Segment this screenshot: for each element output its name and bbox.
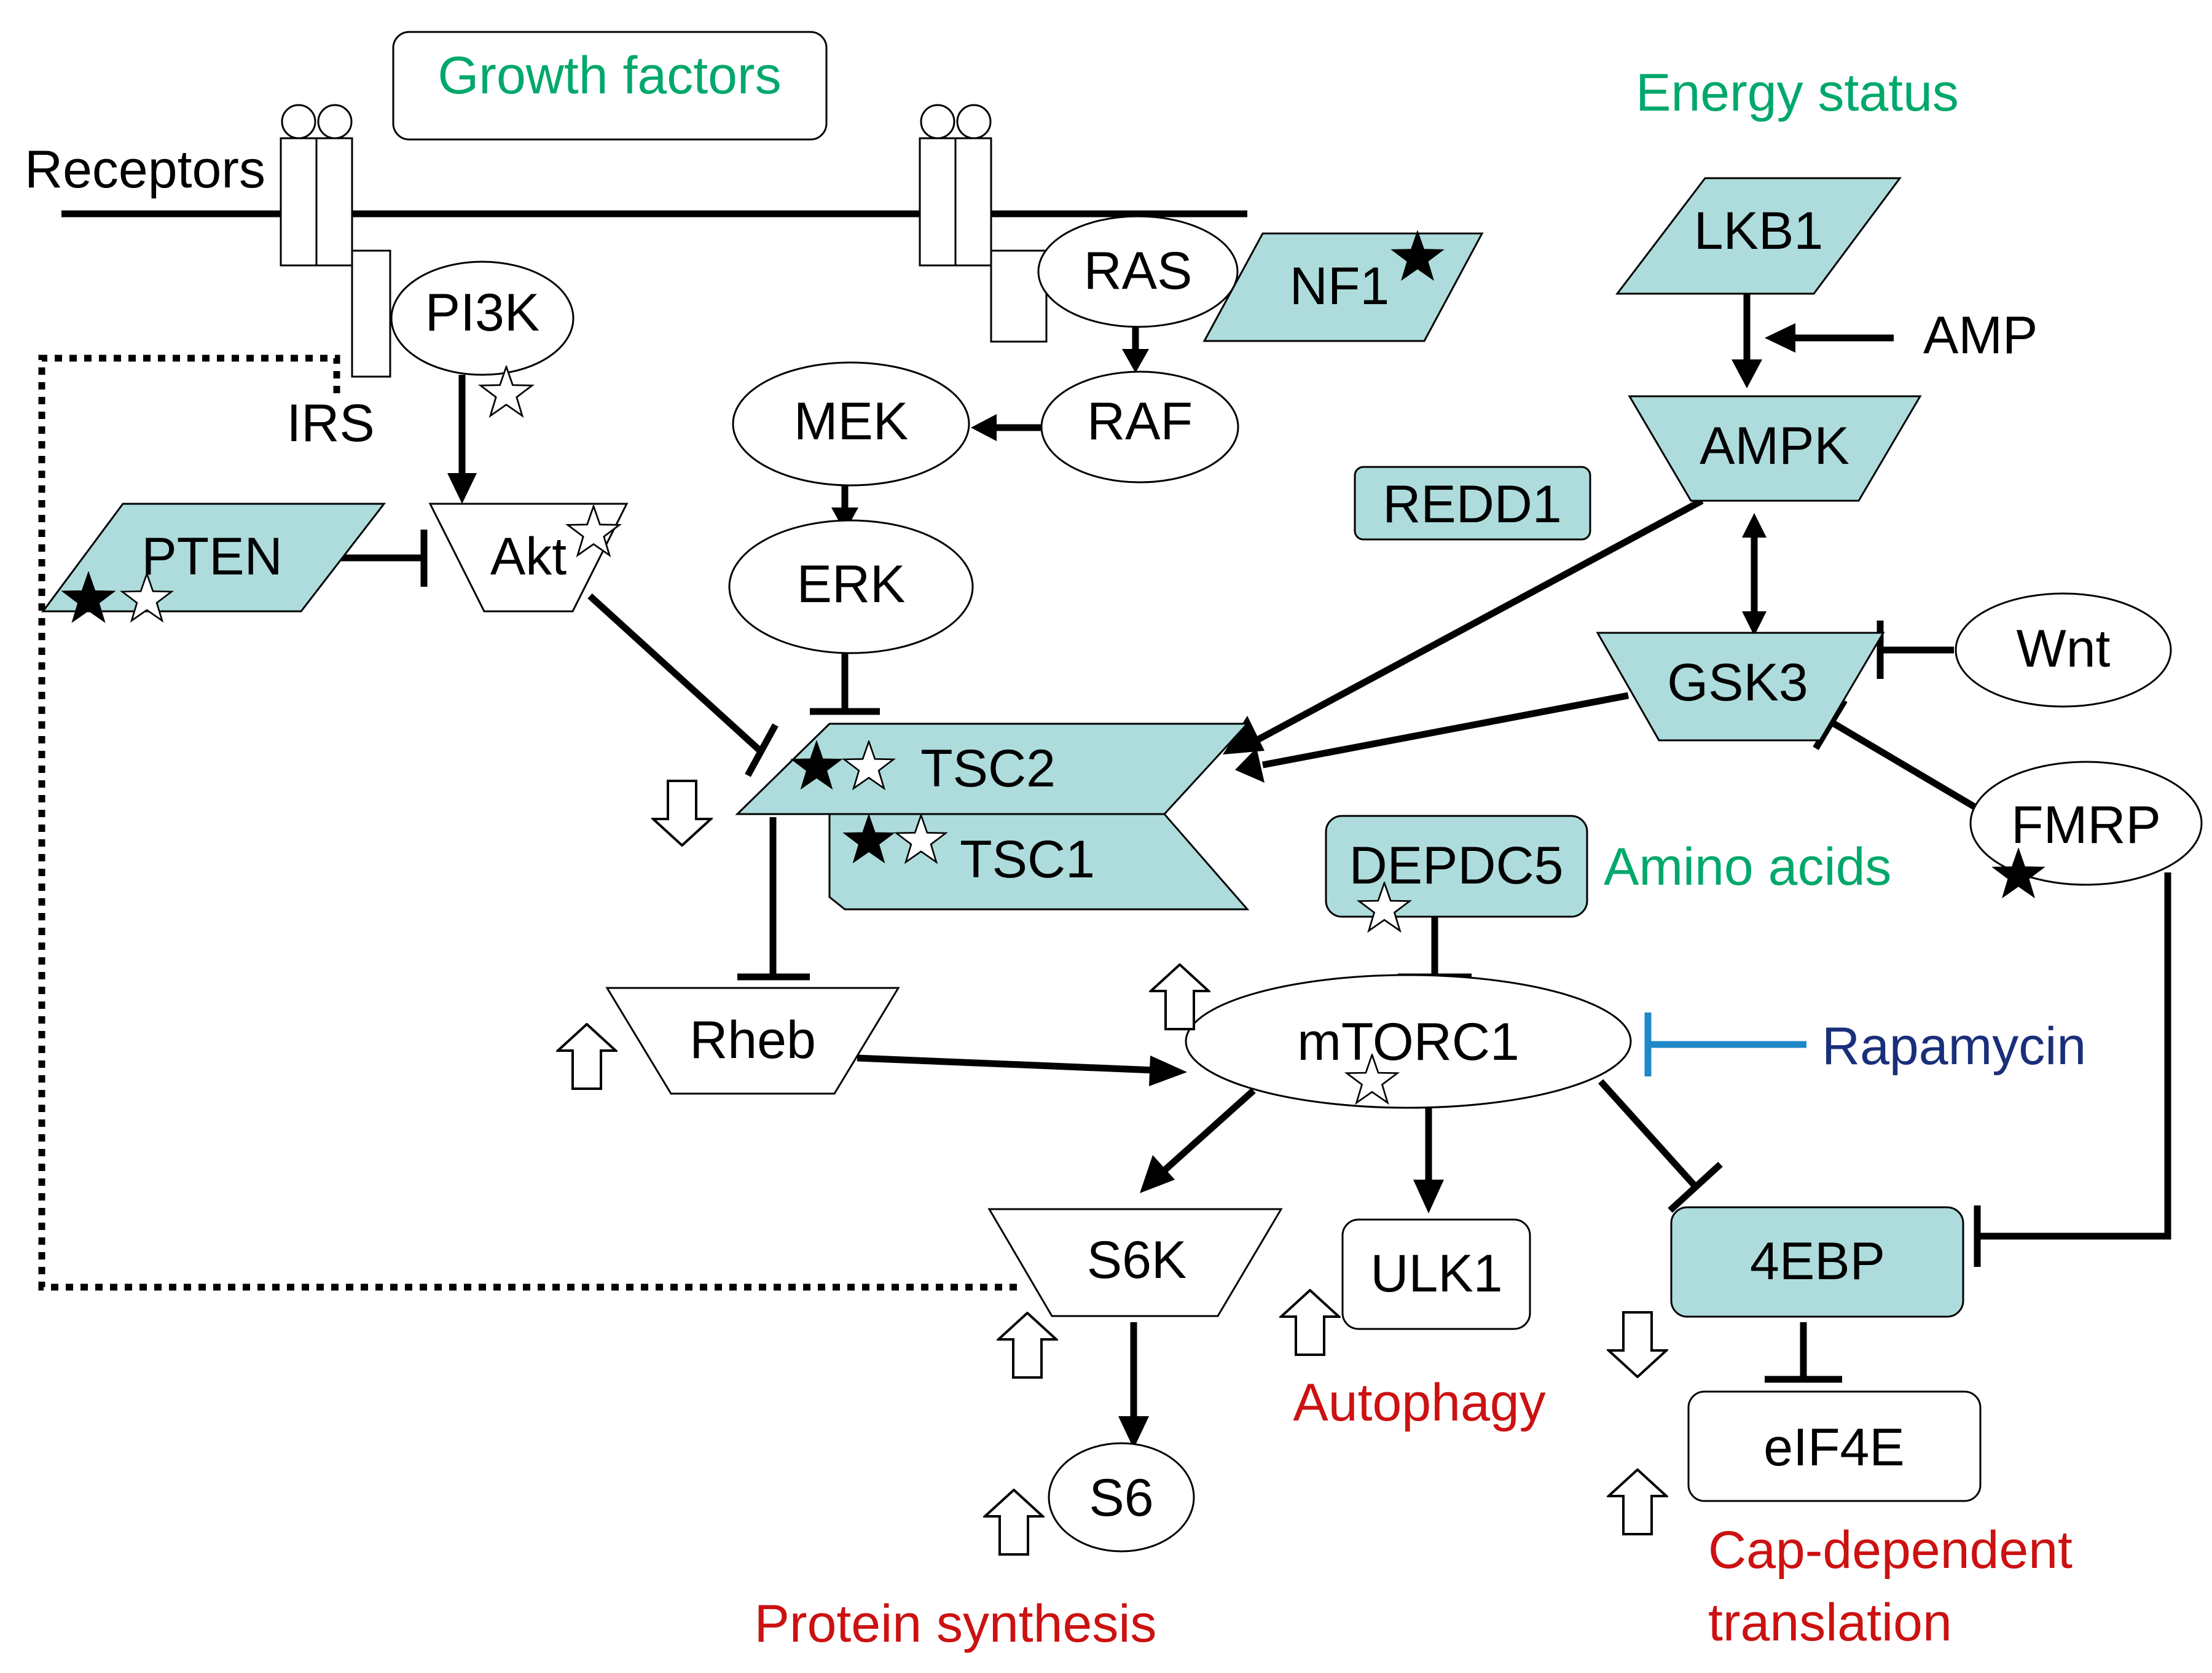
receptor-left: [280, 104, 391, 378]
mtorc1-node: mTORC1: [1185, 974, 1632, 1109]
ulk1-node: ULK1: [1341, 1218, 1531, 1330]
svg-text:NF1: NF1: [1290, 257, 1389, 316]
svg-text:Akt: Akt: [490, 527, 567, 586]
svg-text:ULK1: ULK1: [1370, 1244, 1502, 1303]
tsc-down-arrow-icon: [652, 780, 712, 847]
ampk-node: AMPK: [1628, 395, 1922, 502]
receptor-right: [919, 104, 1048, 343]
protein-synthesis-label: Protein synthesis: [755, 1594, 1157, 1653]
svg-text:TSC2: TSC2: [920, 739, 1056, 798]
irs-label: IRS: [286, 394, 374, 453]
growth-factors-label: Growth factors: [437, 46, 781, 105]
s6k-up-arrow-icon: [997, 1312, 1057, 1379]
s6k-node: S6K: [987, 1208, 1283, 1317]
svg-text:FMRP: FMRP: [2011, 796, 2161, 855]
svg-text:Rheb: Rheb: [689, 1011, 816, 1070]
4ebp-node: 4EBP: [1670, 1206, 1964, 1318]
amino-acids-label: Amino acids: [1604, 837, 1891, 896]
svg-text:mTORC1: mTORC1: [1297, 1013, 1520, 1072]
s6-up-arrow-icon: [984, 1489, 1044, 1556]
s6-node: S6: [1048, 1442, 1195, 1553]
wnt-node: Wnt: [1955, 592, 2172, 708]
4ebp-down-arrow-icon: [1607, 1311, 1668, 1378]
svg-text:REDD1: REDD1: [1382, 475, 1562, 534]
growth-factors-box: Growth factors: [392, 31, 828, 141]
svg-text:LKB1: LKB1: [1694, 202, 1823, 261]
rheb-up-arrow-icon: [557, 1023, 617, 1090]
svg-text:S6K: S6K: [1087, 1231, 1187, 1290]
svg-text:RAS: RAS: [1084, 241, 1193, 300]
erk-node: ERK: [728, 519, 974, 654]
svg-text:4EBP: 4EBP: [1750, 1232, 1885, 1291]
svg-text:GSK3: GSK3: [1667, 653, 1808, 712]
receptors-label: Receptors: [25, 140, 265, 199]
redd1-node: REDD1: [1354, 466, 1591, 541]
svg-text:PI3K: PI3K: [425, 283, 539, 342]
eif4e-node: eIF4E: [1687, 1390, 1982, 1502]
amp-label: AMP: [1923, 306, 2037, 365]
ras-node: RAS: [1037, 215, 1239, 328]
svg-text:TSC1: TSC1: [960, 830, 1095, 889]
edges: [332, 294, 2171, 1449]
svg-text:S6: S6: [1089, 1468, 1153, 1527]
svg-text:MEK: MEK: [794, 392, 908, 451]
gsk3-node: GSK3: [1596, 632, 1885, 742]
ulk1-up-arrow-icon: [1280, 1289, 1340, 1356]
eif4e-up-arrow-icon: [1607, 1468, 1668, 1535]
rheb-node: Rheb: [605, 987, 900, 1095]
svg-text:RAF: RAF: [1087, 392, 1193, 451]
autophagy-label: Autophagy: [1293, 1373, 1545, 1432]
tsc1-node: TSC1: [828, 813, 1250, 911]
mek-node: MEK: [732, 361, 970, 487]
cap-dependent-label: Cap-dependent: [1708, 1521, 2073, 1580]
fmrp-node: FMRP: [1969, 761, 2203, 886]
svg-text:Wnt: Wnt: [2017, 619, 2111, 678]
rapamycin-label: Rapamycin: [1822, 1017, 2086, 1076]
raf-node: RAF: [1040, 370, 1239, 484]
svg-text:PTEN: PTEN: [141, 527, 282, 586]
pten-node: PTEN: [41, 503, 386, 613]
energy-status-label: Energy status: [1636, 63, 1959, 122]
pi3k-node: PI3K: [390, 261, 575, 376]
svg-text:eIF4E: eIF4E: [1763, 1418, 1904, 1477]
svg-text:AMPK: AMPK: [1700, 417, 1849, 476]
translation-label: translation: [1708, 1593, 1952, 1652]
tsc2-node: TSC2: [735, 723, 1250, 815]
depdc5-node: DEPDC5: [1325, 815, 1588, 918]
svg-text:DEPDC5: DEPDC5: [1349, 836, 1564, 895]
feedback-loop: [38, 355, 1017, 1291]
lkb1-node: LKB1: [1615, 177, 1902, 295]
svg-text:ERK: ERK: [797, 555, 906, 614]
